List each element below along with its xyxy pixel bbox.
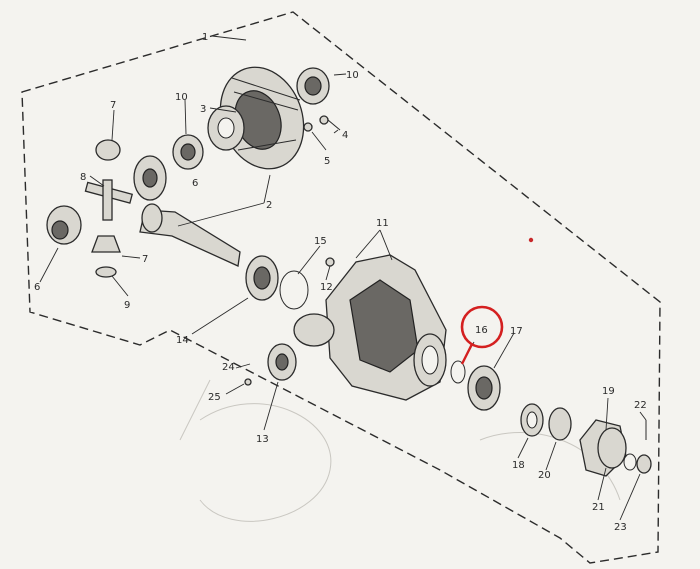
part-label-14: 14 bbox=[176, 335, 189, 346]
part-label-16: 16 bbox=[475, 325, 488, 336]
part-label-12: 12 bbox=[320, 282, 333, 293]
part-label-19: 19 bbox=[602, 386, 615, 397]
part-label-20: 20 bbox=[538, 470, 551, 481]
part-label-18: 18 bbox=[512, 460, 525, 471]
part-label-6-mid: 6 bbox=[192, 178, 198, 189]
part-label-7-top: 7 bbox=[110, 100, 116, 111]
part-label-8: 8 bbox=[80, 172, 86, 183]
part-label-4: 4 bbox=[342, 130, 348, 141]
bearing-top-right bbox=[296, 67, 330, 105]
bearing-14-seal-15 bbox=[245, 255, 335, 310]
gear-13 bbox=[244, 343, 297, 386]
highlight-pointer-line bbox=[460, 343, 474, 365]
part-label-25: 25 bbox=[208, 392, 221, 403]
part-label-2: 2 bbox=[266, 200, 272, 211]
ring-16-bearing-17 bbox=[450, 360, 501, 411]
part-label-3: 3 bbox=[200, 104, 206, 115]
ring-gear-assembly bbox=[207, 66, 305, 170]
part-label-17: 17 bbox=[510, 326, 523, 337]
background-ghost-lines bbox=[179, 379, 621, 522]
part-label-22: 22 bbox=[634, 400, 647, 411]
leader-lines bbox=[39, 35, 647, 521]
part-label-13: 13 bbox=[256, 434, 269, 445]
part-label-24: 24 bbox=[222, 362, 235, 373]
highlight-circle bbox=[460, 305, 504, 349]
part-label-21: 21 bbox=[592, 502, 605, 513]
output-flange-parts bbox=[520, 403, 652, 477]
part-labels: 1 10 3 10 4 5 7 8 6 2 6 7 9 11 15 12 14 … bbox=[34, 32, 647, 533]
spider-gears bbox=[46, 139, 167, 278]
bearing-left bbox=[172, 134, 204, 170]
part-label-11: 11 bbox=[376, 218, 389, 229]
bolts-4-5 bbox=[303, 115, 341, 132]
differential-housing bbox=[293, 254, 447, 401]
pinion-shaft bbox=[139, 203, 241, 267]
part-label-7-lower: 7 bbox=[142, 254, 148, 265]
part-label-10-left: 10 bbox=[175, 92, 188, 103]
part-label-10-top: 10 bbox=[346, 70, 359, 81]
part-label-6-left: 6 bbox=[34, 282, 40, 293]
part-label-5: 5 bbox=[324, 156, 330, 167]
red-marker-dot bbox=[528, 237, 534, 243]
part-label-15: 15 bbox=[314, 236, 327, 247]
part-label-1: 1 bbox=[202, 32, 208, 43]
dashed-assembly-boundary bbox=[21, 11, 661, 564]
part-label-9: 9 bbox=[124, 300, 130, 311]
part-label-23: 23 bbox=[614, 522, 627, 533]
highlight-part-16 bbox=[460, 305, 504, 365]
